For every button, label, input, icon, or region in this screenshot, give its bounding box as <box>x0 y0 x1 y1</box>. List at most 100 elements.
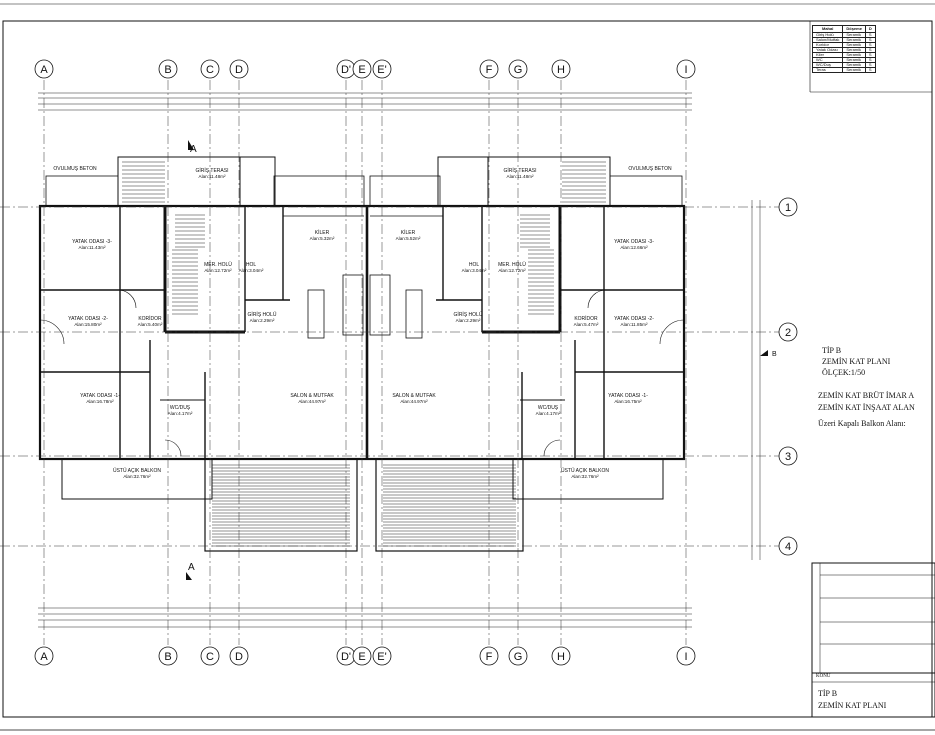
grid-bubble-c-top: C <box>200 59 220 79</box>
svg-text:OVULMUŞ BETON: OVULMUŞ BETON <box>53 166 97 172</box>
svg-text:GİRİŞ TERASI: GİRİŞ TERASI <box>196 167 229 174</box>
section-mark-b: B <box>772 351 777 358</box>
svg-text:Alan:44.97m²: Alan:44.97m² <box>400 399 428 404</box>
svg-text:GİRİŞ TERASI: GİRİŞ TERASI <box>504 167 537 174</box>
legend-cell: Teras <box>811 67 844 73</box>
svg-text:A: A <box>40 651 48 663</box>
svg-text:E: E <box>358 651 365 663</box>
svg-text:ÜSTÜ AÇIK BALKON: ÜSTÜ AÇIK BALKON <box>113 467 161 474</box>
area-construction: ZEMİN KAT İNŞAAT ALAN <box>818 403 915 412</box>
svg-text:Alan:16.78m²: Alan:16.78m² <box>86 399 114 404</box>
title-block-konu-line2: ZEMİN KAT PLANI <box>818 701 887 710</box>
svg-text:B: B <box>164 64 171 76</box>
grid-bubble-i-top: I <box>676 59 696 79</box>
grid-bubble-dp-top: D' <box>336 59 356 79</box>
svg-text:Alan:11.48m²: Alan:11.48m² <box>507 174 534 179</box>
plan-title-scale: ÖLÇEK:1/50 <box>822 368 866 377</box>
legend-cell: Seramik <box>842 67 866 73</box>
grid-bubble-a-bottom: A <box>34 646 54 666</box>
svg-text:Alan:3.04m²: Alan:3.04m² <box>239 268 264 273</box>
grid-bubble-h-bottom: H <box>551 646 571 666</box>
svg-text:Alan:2.29m²: Alan:2.29m² <box>250 318 275 323</box>
title-block-konu-label: KONU <box>816 674 831 679</box>
plan-title-type: TİP B <box>822 346 842 355</box>
grid-bubble-e-bottom: E <box>352 646 372 666</box>
svg-text:Alan:4.17m²: Alan:4.17m² <box>536 411 561 416</box>
grid-bubble-row-3: 3 <box>778 446 798 466</box>
svg-text:Alan:4.17m²: Alan:4.17m² <box>168 411 193 416</box>
svg-text:Alan:16.75m²: Alan:16.75m² <box>614 399 642 404</box>
svg-text:B: B <box>164 651 171 663</box>
plan-title: TİP B ZEMİN KAT PLANI ÖLÇEK:1/50 <box>822 345 890 378</box>
grid-bubble-h-top: H <box>551 59 571 79</box>
room-right-1: YATAK ODASI -3-Alan:12.66m² <box>614 239 654 250</box>
svg-text:E': E' <box>377 651 386 663</box>
svg-text:MER. HOLÜ: MER. HOLÜ <box>204 261 232 268</box>
section-marks: A A B <box>186 140 777 580</box>
grid-bubble-row-4: 4 <box>778 536 798 556</box>
svg-text:YATAK ODASI -2-: YATAK ODASI -2- <box>68 316 108 322</box>
room-right-5: YATAK ODASI -2-Alan:11.85m² <box>614 316 654 327</box>
svg-text:Alan:11.48m²: Alan:11.48m² <box>199 174 226 179</box>
plan-title-name: ZEMİN KAT PLANI <box>822 357 891 366</box>
svg-text:H: H <box>557 64 565 76</box>
svg-text:2: 2 <box>785 327 791 339</box>
svg-text:Alan:5.52m²: Alan:5.52m² <box>396 236 421 241</box>
svg-text:1: 1 <box>785 202 791 214</box>
svg-text:A: A <box>40 64 48 76</box>
svg-text:H: H <box>557 651 565 663</box>
title-block <box>811 562 935 718</box>
grid-bubble-d-top: D <box>229 59 249 79</box>
svg-text:Alan:12.72m²: Alan:12.72m² <box>204 268 232 273</box>
room-right-8: YATAK ODASI -1-Alan:16.75m² <box>608 393 648 404</box>
svg-text:D: D <box>235 651 243 663</box>
svg-text:OVULMUŞ BETON: OVULMUŞ BETON <box>628 166 672 172</box>
svg-text:HOL: HOL <box>246 262 257 268</box>
svg-text:Alan:44.97m²: Alan:44.97m² <box>298 399 326 404</box>
grid-bubble-row-2: 2 <box>778 322 798 342</box>
svg-text:D: D <box>235 64 243 76</box>
grid-bubble-ep-top: E' <box>372 59 392 79</box>
svg-text:C: C <box>206 651 214 663</box>
svg-text:GİRİŞ HOLÜ: GİRİŞ HOLÜ <box>454 311 483 318</box>
grid-bubble-d-bottom: D <box>229 646 249 666</box>
grid-bubble-g-top: G <box>508 59 528 79</box>
svg-text:F: F <box>486 651 493 663</box>
title-block-konu: TİP B ZEMİN KAT PLANI <box>818 688 886 712</box>
room-left-1: YATAK ODASI -3-Alan:11.43m² <box>72 239 112 250</box>
svg-text:YATAK ODASI -2-: YATAK ODASI -2- <box>614 316 654 322</box>
svg-text:Alan:2.29m²: Alan:2.29m² <box>456 318 481 323</box>
svg-text:YATAK ODASI -3-: YATAK ODASI -3- <box>614 239 654 245</box>
area-summary: ZEMİN KAT BRÜT İMAR A ZEMİN KAT İNŞAAT A… <box>818 390 915 430</box>
svg-text:WC/DUŞ: WC/DUŞ <box>170 405 191 411</box>
grid-bubble-i-bottom: I <box>676 646 696 666</box>
svg-text:E': E' <box>377 64 386 76</box>
grid-bubble-row-1: 1 <box>778 197 798 217</box>
grid-bubble-c-bottom: C <box>200 646 220 666</box>
svg-text:G: G <box>514 651 523 663</box>
grid-bubble-b-top: B <box>158 59 178 79</box>
grid-bubble-b-bottom: B <box>158 646 178 666</box>
svg-text:KORİDOR: KORİDOR <box>138 315 162 322</box>
svg-text:D': D' <box>341 64 351 76</box>
svg-text:Alan:32.76m²: Alan:32.76m² <box>123 474 151 479</box>
svg-text:Alan:12.66m²: Alan:12.66m² <box>620 245 648 250</box>
grid-bubble-dp-bottom: D' <box>336 646 356 666</box>
svg-text:KORİDOR: KORİDOR <box>574 315 598 322</box>
svg-text:MER. HOLÜ: MER. HOLÜ <box>498 261 526 268</box>
section-mark-a-bottom: A <box>188 562 195 573</box>
title-block-konu-line1: TİP B <box>818 689 838 698</box>
